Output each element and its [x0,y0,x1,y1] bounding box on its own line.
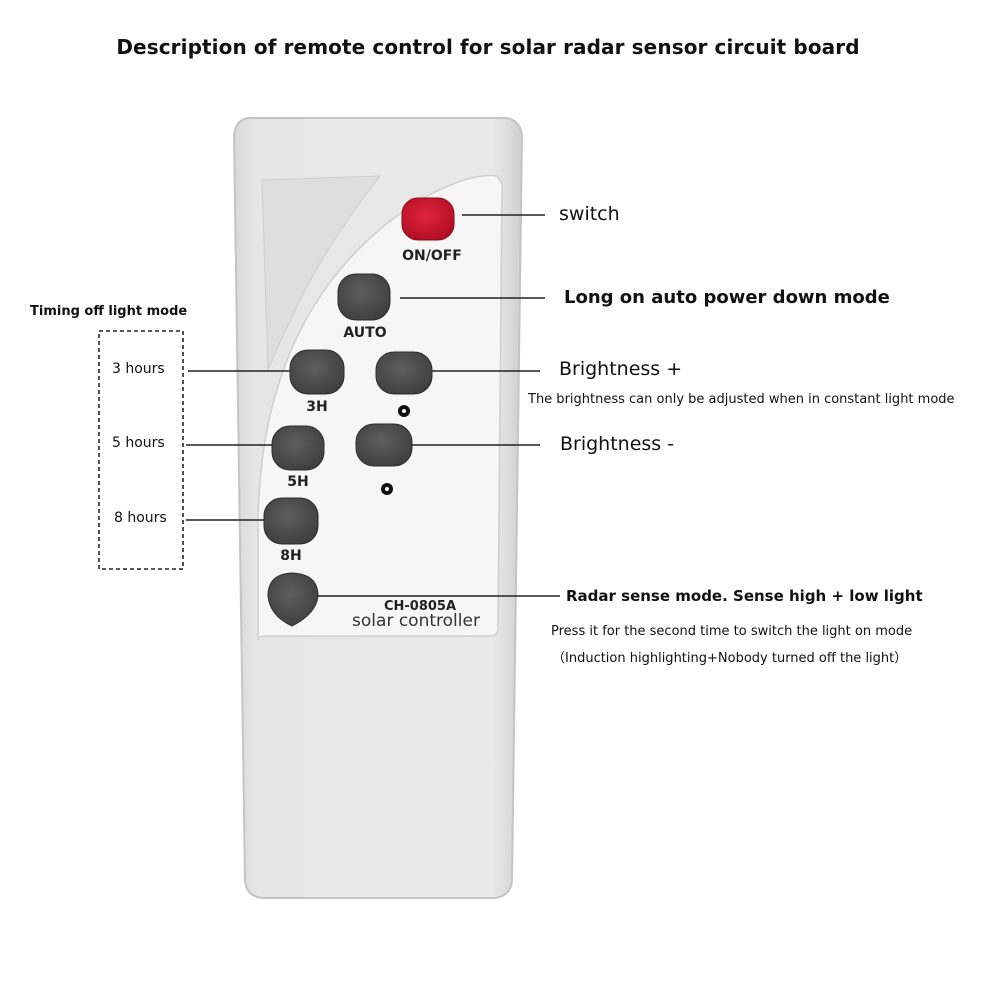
radar-note-1: Press it for the second time to switch t… [551,624,913,639]
radar-mode-label: Radar sense mode. Sense high + low light [566,587,923,605]
timer-3h-button [289,349,345,395]
auto-button [337,273,391,321]
timer-5h-button [271,425,325,471]
hours3-label: 3 hours [112,361,165,377]
switch-label: switch [559,203,620,225]
radar-note-2: （Induction highlighting+Nobody turned of… [552,651,908,666]
brightness-note: The brightness can only be adjusted when… [528,392,955,407]
timer-8h-button [263,497,319,545]
hours5-label: 5 hours [112,435,165,451]
timer-8h-label: 8H [280,548,301,564]
brightness-plus-label: Brightness + [559,358,683,380]
brightness-plus-button [375,351,433,395]
auto-mode-label: Long on auto power down mode [564,287,890,308]
brand-label: solar controller [352,611,480,631]
model-number: CH-0805A [384,599,456,614]
remote-face-panel [257,174,503,641]
page-title: Description of remote control for solar … [116,35,860,59]
hours8-label: 8 hours [114,510,167,526]
brightness-minus-label: Brightness - [560,433,675,455]
onoff-button-label: ON/OFF [402,248,462,264]
onoff-button [401,197,455,241]
auto-button-label: AUTO [343,325,386,341]
timer-5h-label: 5H [287,474,308,490]
brightness-minus-button [355,423,413,467]
timing-dashed-box [98,330,184,570]
timing-title: Timing off light mode [30,304,188,319]
timer-3h-label: 3H [306,399,327,415]
remote-bevel-stripe [261,175,382,371]
